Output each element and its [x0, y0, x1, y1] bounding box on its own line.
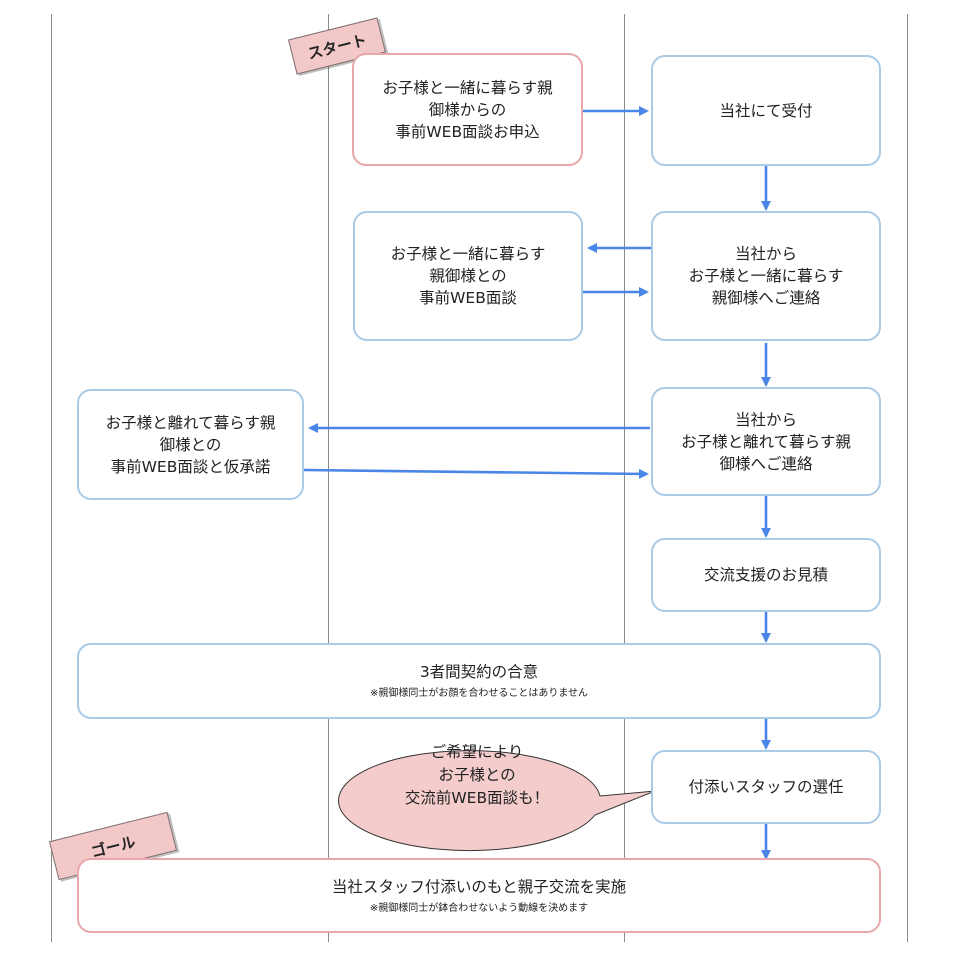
agreement-label: 3者間契約の合意 [419, 663, 539, 681]
exchange-label: 当社スタッフ付添いのもと親子交流を実施 [331, 877, 627, 896]
interview-living-label: お子様と一緒に暮らす 親御様との 事前WEB面談 [390, 245, 546, 307]
speech-bubble-text: ご希望により お子様との 交流前WEB面談も！ [404, 743, 550, 807]
interview-separated-label: お子様と離れて暮らす親 御様との 事前WEB面談と仮承諾 [105, 413, 276, 476]
staff-selection-label: 付添いスタッフの選任 [688, 778, 844, 796]
exchange-box: 当社スタッフ付添いのもと親子交流を実施 ※親御様同士が鉢合わせないよう動線を決め… [77, 858, 881, 933]
interview-separated-box: お子様と離れて暮らす親 御様との 事前WEB面談と仮承諾 [77, 389, 304, 500]
speech-bubble-shape [338, 750, 656, 852]
arrow-interview-to-contact-separated [303, 468, 649, 479]
exchange-note: ※親御様同士が鉢合わせないよう動線を決めます [369, 902, 589, 914]
contact-separated-box: 当社から お子様と離れて暮らす親 御様へご連絡 [651, 387, 881, 496]
lane-divider-1 [51, 14, 52, 942]
interview-living-box: お子様と一緒に暮らす 親御様との 事前WEB面談 [353, 211, 583, 341]
agreement-box: 3者間契約の合意 ※親御様同士がお顔を合わせることはありません [77, 643, 881, 719]
goal-tag-label: ゴール [89, 832, 138, 861]
lane-divider-2 [328, 14, 329, 942]
estimate-box: 交流支援のお見積 [651, 538, 881, 612]
estimate-label: 交流支援のお見積 [703, 566, 828, 584]
application-box: お子様と一緒に暮らす親 御様からの 事前WEB面談お申込 [352, 53, 583, 166]
reception-label: 当社にて受付 [719, 101, 813, 120]
lane-divider-3 [624, 14, 625, 942]
agreement-note: ※親御様同士がお顔を合わせることはありません [369, 688, 589, 699]
application-label: お子様と一緒に暮らす親 御様からの 事前WEB面談お申込 [382, 78, 553, 141]
contact-living-label: 当社から お子様と一緒に暮らす 親御様へご連絡 [688, 245, 844, 307]
lane-divider-4 [907, 14, 908, 942]
contact-living-box: 当社から お子様と一緒に暮らす 親御様へご連絡 [651, 211, 881, 341]
contact-separated-label: 当社から お子様と離れて暮らす親 御様へご連絡 [681, 410, 851, 473]
reception-box: 当社にて受付 [651, 55, 881, 166]
staff-selection-box: 付添いスタッフの選任 [651, 750, 881, 824]
